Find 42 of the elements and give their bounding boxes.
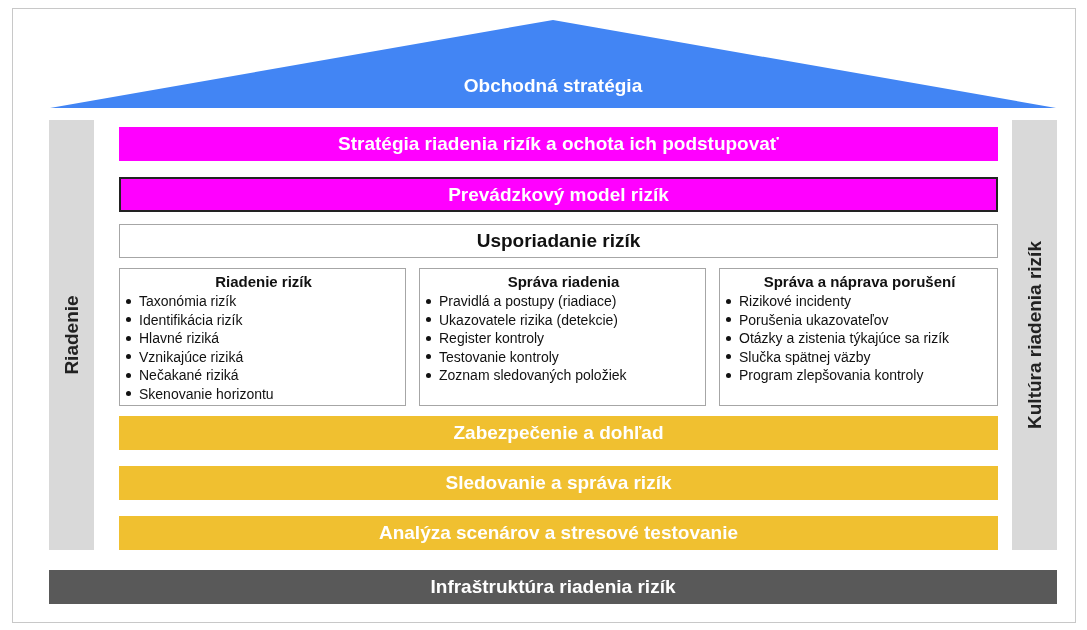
layer-label: Zabezpečenie a dohľad [453,422,664,444]
list-item: Skenovanie horizontu [139,384,274,403]
layer-label: Stratégia riadenia rizík a ochota ich podstupovať [338,133,779,155]
layer-band [119,127,998,161]
list-item: Pravidlá a postupy (riadiace) [439,292,617,311]
list-item: Rizikové incidenty [739,292,852,311]
layer-band [119,177,998,212]
roof-shape [50,20,1056,108]
card-heading: Riadenie rizík [215,273,312,290]
layer-label: Usporiadanie rizík [476,230,641,252]
list-item: Ukazovatele rizika (detekcie) [439,310,618,329]
layer-label: Infraštruktúra riadenia rizík [430,576,676,598]
layer-band [119,516,998,550]
layer-band [119,466,998,500]
list-item: Porušenia ukazovateľov [739,310,889,329]
pillar [49,120,94,550]
list-item: Zoznam sledovaných položiek [439,366,627,385]
list-item: Slučka spätnej väzby [739,347,871,366]
list-item: Hlavné riziká [139,329,220,348]
layer-band [119,416,998,450]
list-item: Vznikajúce riziká [139,347,244,366]
component-card [119,268,406,406]
pillar-label: Riadenie [60,295,83,375]
list-item: Identifikácia rizík [139,310,243,329]
pillar-label: Kultúra riadenia rizík [1023,241,1046,429]
list-item: Taxonómia rizík [139,292,237,311]
layer-label: Analýza scenárov a stresové testovanie [378,522,739,544]
layer-band [119,224,998,258]
list-item: Otázky a zistenia týkajúce sa rizík [739,329,950,348]
list-item: Program zlepšovania kontroly [739,366,924,385]
card-heading: Správa a náprava porušení [763,273,956,290]
layer-band [49,570,1057,604]
roof-title: Obchodná stratégia [463,75,643,97]
component-card [719,268,998,406]
component-card [419,268,706,406]
list-item: Nečakané riziká [139,366,239,385]
list-item: Register kontroly [439,329,545,348]
layer-label: Sledovanie a správa rizík [445,472,672,494]
card-heading: Správa riadenia [507,273,620,290]
list-item: Testovanie kontroly [439,347,559,366]
layer-label: Prevádzkový model rizík [448,183,669,206]
pillar [1012,120,1057,550]
